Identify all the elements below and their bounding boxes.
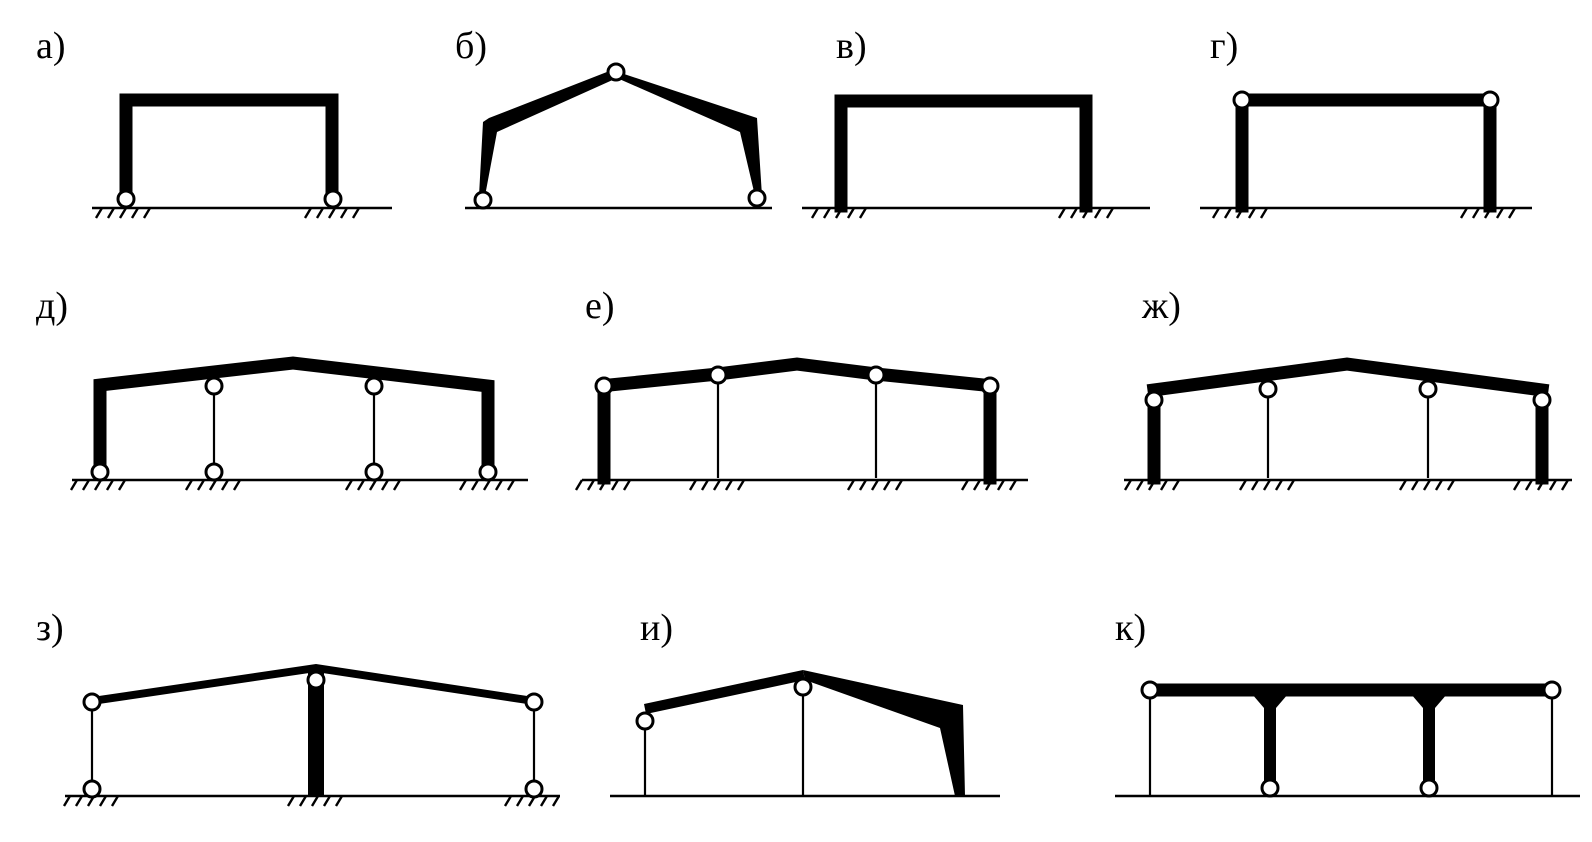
- ridge-hinge: [306, 670, 326, 690]
- column-top-hinge: [1532, 390, 1552, 410]
- hinge-support: [1260, 778, 1280, 798]
- t-column: [1423, 694, 1435, 786]
- panel-e: е): [574, 285, 1028, 492]
- fixed-support: [184, 478, 242, 492]
- portal-frame: [834, 94, 1093, 213]
- left-rafter: [92, 664, 316, 705]
- top-hinge: [1232, 90, 1252, 110]
- hinge-support: [473, 190, 493, 210]
- panel-label-e: е): [585, 285, 615, 327]
- column-base-hinge: [204, 462, 224, 482]
- column-top-hinge: [1144, 390, 1164, 410]
- panel-label-zh: ж): [1141, 285, 1181, 327]
- t-column: [1264, 694, 1276, 786]
- panel-d: д): [36, 285, 528, 492]
- hinge-support: [90, 462, 110, 482]
- top-hinge: [82, 692, 102, 712]
- tapered-half-frame: [803, 670, 965, 796]
- roof-girder: [1146, 357, 1550, 398]
- panel-z: з): [36, 607, 561, 808]
- column-top-hinge: [364, 376, 384, 396]
- right-half-frame: [612, 70, 762, 196]
- fixed-support: [458, 478, 516, 492]
- gable-frame: [93, 356, 495, 472]
- column-top-hinge: [204, 376, 224, 396]
- fixed-support: [286, 794, 344, 808]
- panel-label-d: д): [36, 285, 68, 327]
- column-top-hinge: [635, 711, 655, 731]
- top-hinge: [1140, 680, 1160, 700]
- t-column-haunch: [1411, 694, 1447, 708]
- fixed-support: [344, 478, 402, 492]
- top-hinge: [1480, 90, 1500, 110]
- panel-label-b: б): [455, 25, 487, 67]
- right-rafter: [316, 664, 534, 705]
- ridge-hinge: [606, 62, 626, 82]
- fixed-support: [303, 206, 361, 220]
- hinge-support: [524, 779, 544, 799]
- panel-v: в): [802, 25, 1150, 220]
- fixed-support: [1398, 478, 1456, 492]
- fixed-support: [69, 478, 127, 492]
- portal-frame: [119, 93, 339, 200]
- panel-label-i: и): [640, 607, 673, 649]
- left-half-frame: [479, 70, 617, 196]
- top-hinge: [524, 692, 544, 712]
- hinge-support: [478, 462, 498, 482]
- panel-zh: ж): [1123, 285, 1572, 492]
- column-top-hinge: [793, 677, 813, 697]
- fixed-support: [846, 478, 904, 492]
- column-top-hinge: [1418, 379, 1438, 399]
- panel-k: к): [1115, 607, 1580, 798]
- panel-label-a: а): [36, 25, 66, 67]
- hinge-support: [747, 188, 767, 208]
- fixed-support: [1238, 478, 1296, 492]
- column-top-hinge: [866, 365, 886, 385]
- central-column: [308, 672, 324, 796]
- fixed-support: [688, 478, 746, 492]
- hinge-support: [323, 189, 343, 209]
- panel-label-k: к): [1115, 607, 1146, 649]
- left-rafter: [644, 670, 805, 714]
- panel-label-v: в): [836, 25, 867, 67]
- top-hinge: [1542, 680, 1562, 700]
- panel-b: б): [455, 25, 772, 210]
- panel-label-z: з): [36, 607, 64, 649]
- panel-i: и): [610, 607, 1000, 798]
- top-hinge: [980, 376, 1000, 396]
- fixed-support: [94, 206, 152, 220]
- column-top-hinge: [1258, 379, 1278, 399]
- t-column-haunch: [1252, 694, 1288, 708]
- hinge-support: [82, 779, 102, 799]
- panel-a: а): [36, 25, 392, 220]
- column-base-hinge: [364, 462, 384, 482]
- hinge-support: [116, 189, 136, 209]
- column-top-hinge: [708, 365, 728, 385]
- top-hinge: [594, 376, 614, 396]
- panel-label-g: г): [1210, 25, 1238, 67]
- panel-g: г): [1200, 25, 1532, 220]
- roof-girder: [602, 357, 992, 393]
- hinge-support: [1419, 778, 1439, 798]
